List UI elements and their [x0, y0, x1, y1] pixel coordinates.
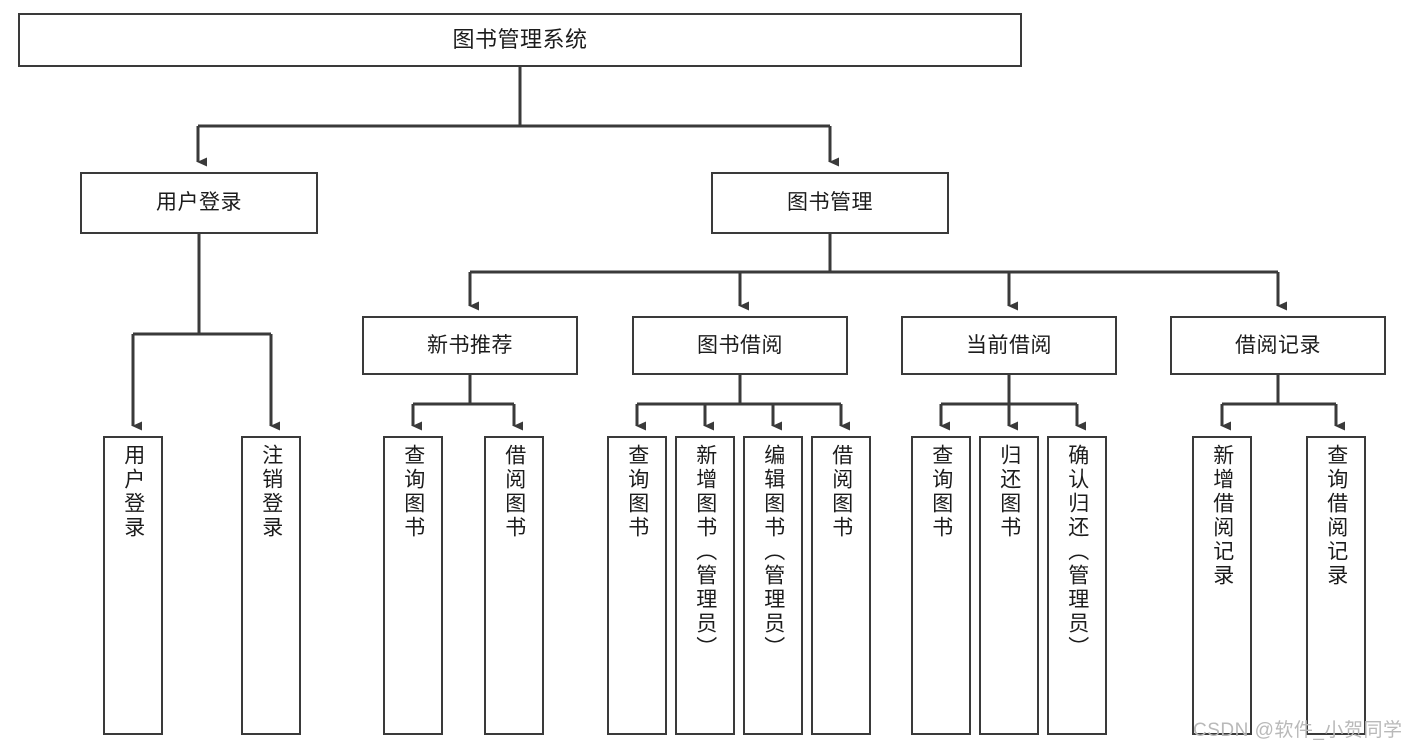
node-label: 新增借阅记录 — [1210, 444, 1234, 588]
watermark-text: CSDN @软件_小贺同学 — [1193, 720, 1403, 741]
node-label: 新增图书（管理员） — [693, 444, 717, 660]
node-label: 图书管理 — [787, 191, 873, 215]
node-label: 注销登录 — [259, 444, 283, 540]
leaf-borrow-query-book[interactable]: 查询图书 — [607, 436, 667, 735]
node-label: 查询图书 — [625, 444, 649, 540]
leaf-recommend-query-book[interactable]: 查询图书 — [383, 436, 443, 735]
node-book-management[interactable]: 图书管理 — [711, 172, 949, 234]
leaf-record-query-record[interactable]: 查询借阅记录 — [1306, 436, 1366, 735]
node-label: 确认归还（管理员） — [1065, 444, 1089, 660]
node-label: 当前借阅 — [966, 333, 1052, 357]
node-label: 用户登录 — [121, 444, 145, 540]
node-label: 编辑图书（管理员） — [761, 444, 785, 660]
node-label: 查询图书 — [929, 444, 953, 540]
node-book-borrow[interactable]: 图书借阅 — [632, 316, 848, 375]
node-current-borrow[interactable]: 当前借阅 — [901, 316, 1117, 375]
node-label: 查询图书 — [401, 444, 425, 540]
leaf-record-add-record[interactable]: 新增借阅记录 — [1192, 436, 1252, 735]
node-user-login[interactable]: 用户登录 — [80, 172, 318, 234]
leaf-borrow-add-book-admin[interactable]: 新增图书（管理员） — [675, 436, 735, 735]
leaf-current-query-book[interactable]: 查询图书 — [911, 436, 971, 735]
leaf-user-login-login[interactable]: 用户登录 — [103, 436, 163, 735]
leaf-current-return-book[interactable]: 归还图书 — [979, 436, 1039, 735]
node-label: 借阅图书 — [829, 444, 853, 540]
leaf-current-confirm-return-admin[interactable]: 确认归还（管理员） — [1047, 436, 1107, 735]
node-label: 查询借阅记录 — [1324, 444, 1348, 588]
node-label: 借阅记录 — [1235, 333, 1321, 357]
node-label: 图书管理系统 — [452, 26, 588, 52]
node-label: 新书推荐 — [427, 333, 513, 357]
node-label: 用户登录 — [156, 191, 242, 215]
node-root-system[interactable]: 图书管理系统 — [18, 13, 1022, 67]
leaf-borrow-edit-book-admin[interactable]: 编辑图书（管理员） — [743, 436, 803, 735]
node-label: 借阅图书 — [502, 444, 526, 540]
csdn-watermark: CSDN @软件_小贺同学 — [1193, 715, 1402, 742]
node-label: 归还图书 — [997, 444, 1021, 540]
node-new-book-recommend[interactable]: 新书推荐 — [362, 316, 578, 375]
leaf-user-login-logout[interactable]: 注销登录 — [241, 436, 301, 735]
node-label: 图书借阅 — [697, 333, 783, 357]
node-borrow-record[interactable]: 借阅记录 — [1170, 316, 1386, 375]
leaf-borrow-borrow-book[interactable]: 借阅图书 — [811, 436, 871, 735]
leaf-recommend-borrow-book[interactable]: 借阅图书 — [484, 436, 544, 735]
